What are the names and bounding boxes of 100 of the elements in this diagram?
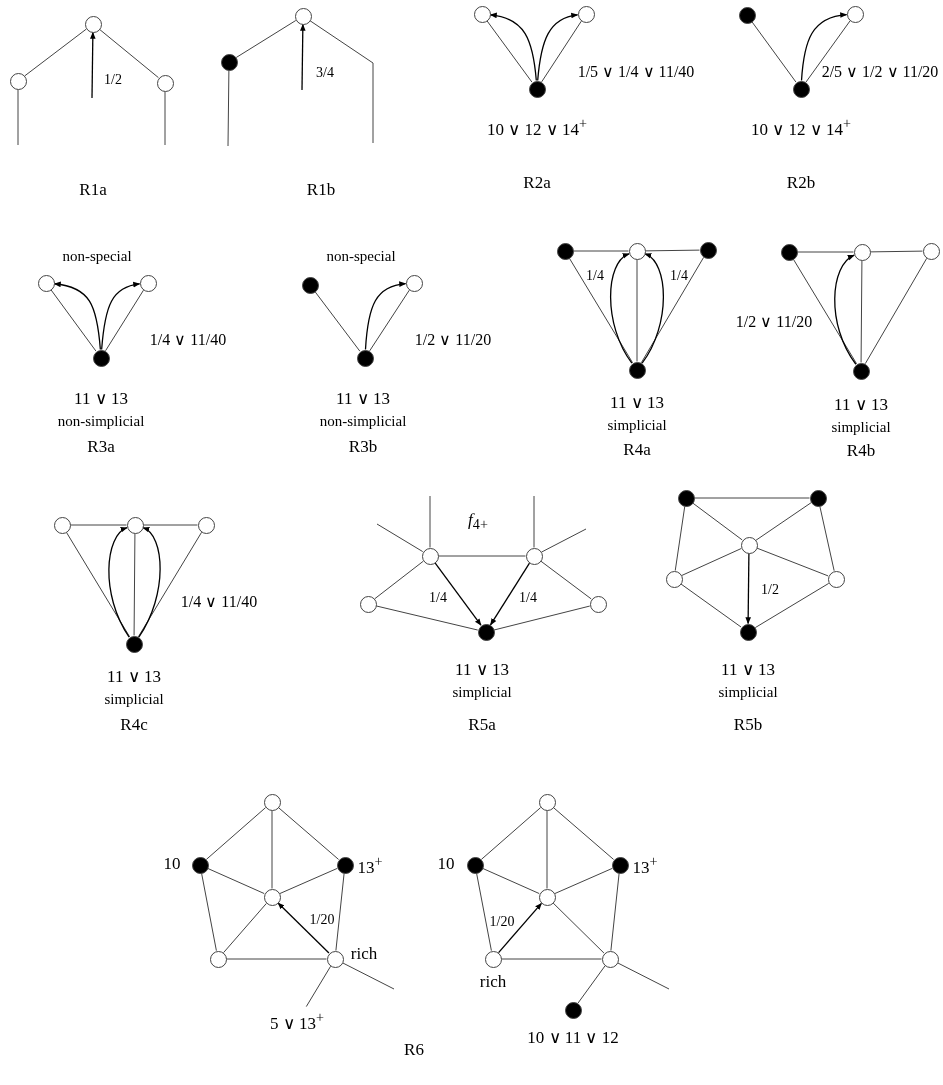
weight-label: 1/4 ∨ 11/40 (149, 331, 227, 349)
rule-label: R3b (348, 437, 378, 457)
arrow (834, 254, 857, 365)
edge-line (792, 258, 858, 365)
open-vertex (525, 547, 543, 565)
vertex-label: simplicial (718, 683, 778, 701)
arrow (90, 31, 96, 99)
open-vertex (421, 547, 439, 565)
weight-label: 2/5 ∨ 1/2 ∨ 11/20 (821, 63, 939, 81)
edge-line (674, 505, 686, 572)
rule-label: R4b (846, 441, 876, 461)
vertex-label: 11 ∨ 13 (455, 660, 509, 680)
arrow (609, 253, 633, 364)
edge-line (369, 289, 410, 352)
filled-vertex (191, 856, 209, 874)
weight-label: 1/5 ∨ 1/4 ∨ 11/40 (577, 63, 695, 81)
edge-line (681, 548, 742, 576)
arrow (641, 253, 665, 364)
arrow (537, 13, 579, 82)
filled-vertex (92, 349, 110, 367)
vertex-label: 11 ∨ 13 (721, 660, 775, 680)
edge-line (335, 872, 345, 952)
edge-line (645, 249, 700, 252)
arrow (800, 12, 848, 82)
edge-line (374, 560, 424, 600)
edge-line (680, 583, 742, 628)
arrow (364, 281, 407, 351)
rule-label: R2a (523, 173, 551, 193)
edge-line (17, 89, 19, 146)
open-vertex (538, 888, 556, 906)
filled-vertex (356, 349, 374, 367)
edge-line (805, 20, 851, 83)
vertex-label: simplicial (607, 416, 667, 434)
filled-vertex (792, 80, 810, 98)
arrow (138, 527, 161, 638)
edge-line (552, 807, 615, 860)
open-vertex (665, 570, 683, 588)
edge-line (756, 547, 829, 577)
rule-label: R2b (786, 173, 816, 193)
edge-line (235, 20, 297, 58)
edge-line (541, 528, 587, 553)
arrow (53, 281, 101, 351)
filled-vertex (556, 242, 574, 260)
filled-vertex (528, 80, 546, 98)
vertex-label: simplicial (831, 418, 891, 436)
edge-line (870, 250, 923, 253)
open-vertex (740, 536, 758, 554)
filled-vertex (699, 241, 717, 259)
filled-vertex (125, 635, 143, 653)
vertex-label: simplicial (452, 683, 512, 701)
edge-line (482, 867, 540, 895)
open-vertex (197, 516, 215, 534)
open-vertex (853, 243, 871, 261)
open-vertex (405, 274, 423, 292)
edge-line (277, 807, 340, 860)
arrow (497, 902, 543, 954)
edge-line (271, 810, 273, 889)
edge-line (754, 582, 830, 629)
open-vertex (359, 595, 377, 613)
arrow (277, 902, 330, 954)
vertex-label: rich (479, 972, 507, 992)
filled-vertex (852, 362, 870, 380)
rule-label: R1a (79, 180, 107, 200)
rule-label: R4c (120, 715, 148, 735)
filled-vertex (628, 361, 646, 379)
arrow (300, 23, 306, 91)
vertex-label: 11 ∨ 13 (107, 667, 161, 687)
edge-line (164, 91, 166, 146)
edge-line (864, 257, 928, 365)
open-vertex (53, 516, 71, 534)
vertex-label: 11 ∨ 13 (834, 395, 888, 415)
open-vertex (37, 274, 55, 292)
arrow (745, 552, 751, 625)
edge-line (640, 256, 705, 364)
edge-line (486, 20, 533, 83)
filled-vertex (336, 856, 354, 874)
edge-line (309, 20, 374, 144)
rule-label: R5b (733, 715, 763, 735)
open-vertex (156, 74, 174, 92)
edge-line (819, 505, 835, 572)
edge-line (24, 28, 87, 77)
edge-line (50, 289, 97, 352)
edge-line (133, 533, 136, 636)
arrow (434, 562, 482, 626)
edge-line (541, 20, 582, 83)
arrow (489, 562, 531, 626)
edge-line (692, 502, 743, 541)
edge-line (751, 21, 797, 83)
edge-line (554, 867, 613, 895)
vertex-label: 13$^{+}$ (357, 854, 383, 878)
vertex-label: 10 (437, 854, 455, 874)
edge-line (201, 872, 217, 952)
open-vertex (601, 950, 619, 968)
edge-line (207, 867, 265, 895)
edge-line (70, 524, 127, 526)
filled-vertex (738, 6, 756, 24)
filled-vertex (677, 489, 695, 507)
vertex-label: 10 ∨ 12 ∨ 14$^{+}$ (751, 116, 851, 140)
rule-label: R5a (468, 715, 496, 735)
open-vertex (589, 595, 607, 613)
